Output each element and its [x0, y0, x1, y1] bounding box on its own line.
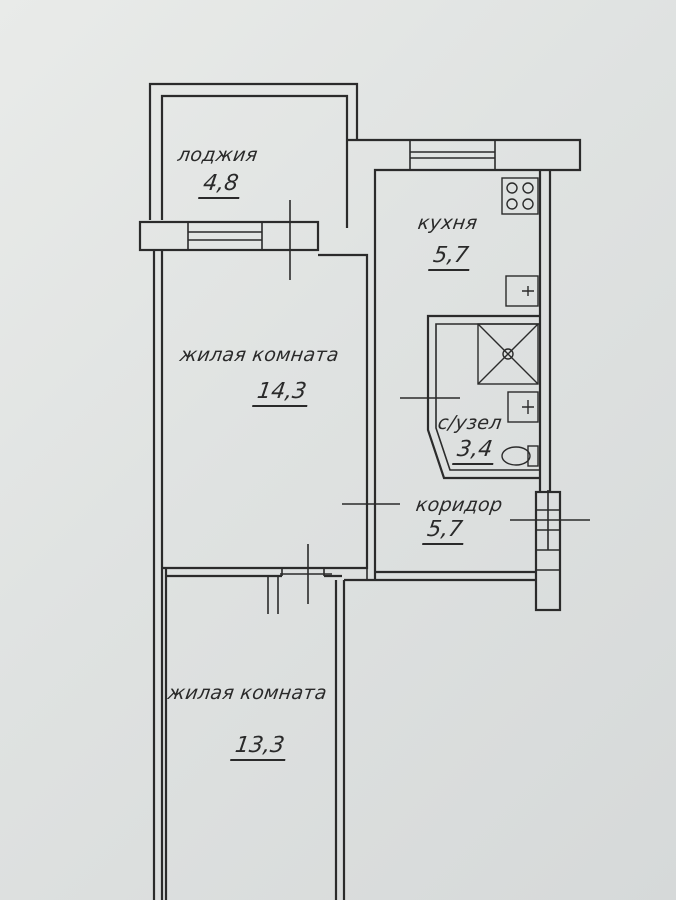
balcony-window	[138, 200, 320, 280]
loggia-area: 4,8	[198, 171, 243, 199]
bathroom-label: с/узел	[436, 412, 504, 434]
shower-icon	[477, 323, 539, 385]
corridor-label: коридор	[414, 494, 504, 516]
loggia-walls	[148, 82, 359, 228]
living-room-1-walls	[152, 250, 400, 900]
kitchen-sink-icon	[505, 275, 539, 307]
toilet-icon	[501, 445, 539, 467]
living-room-2-area: 13,3	[230, 733, 289, 761]
kitchen-area: 5,7	[428, 243, 473, 271]
living-room-2-label: жилая комната	[166, 682, 329, 704]
interior-doors	[164, 544, 342, 614]
living-room-1-label: жилая комната	[178, 344, 341, 366]
living-room-1-area: 14,3	[252, 379, 311, 407]
kitchen-label: кухня	[416, 212, 479, 234]
loggia-label: лоджия	[176, 144, 260, 166]
bathroom-area: 3,4	[452, 437, 497, 465]
bathroom-sink-icon	[507, 391, 539, 423]
living-room-2-walls	[164, 570, 536, 900]
bathroom-walls	[400, 314, 540, 480]
kitchen-walls	[347, 138, 582, 580]
right-wall	[510, 170, 590, 612]
corridor-area: 5,7	[422, 517, 467, 545]
stove-icon	[501, 177, 539, 215]
